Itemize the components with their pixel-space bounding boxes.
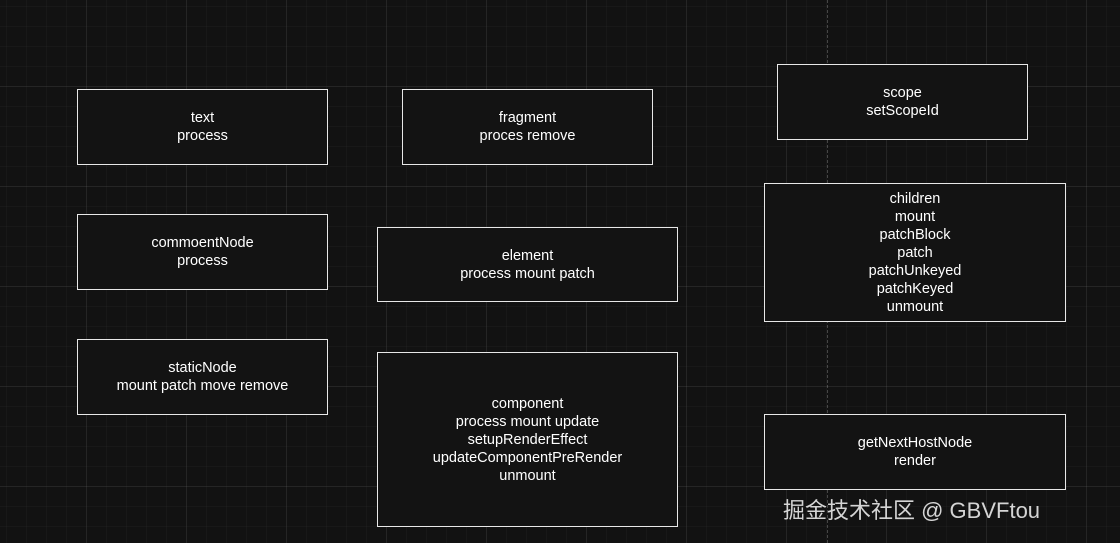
node-fragment-label: fragment proces remove [480, 109, 576, 145]
node-line: commoentNode [151, 235, 254, 251]
node-line: getNextHostNode [857, 435, 973, 451]
node-line: process mount patch [460, 265, 595, 282]
node-line: element [501, 247, 554, 264]
node-line: updateComponentPreRender [432, 449, 623, 466]
node-line: staticNode [168, 360, 237, 376]
node-line: unmount [886, 298, 944, 315]
node-line: patch [897, 244, 933, 261]
node-text[interactable]: text process [77, 89, 328, 165]
node-line: process [177, 253, 228, 269]
node-line: component [491, 395, 564, 412]
node-line: setScopeId [866, 103, 939, 119]
node-line: mount patch move remove [116, 378, 289, 394]
node-line: scope [883, 85, 922, 101]
node-text-label: text process [177, 109, 228, 145]
node-line: patchKeyed [876, 280, 954, 297]
node-line: children [889, 190, 941, 207]
node-line: patchUnkeyed [868, 262, 962, 279]
node-line: mount [894, 208, 936, 225]
node-getnexthostnode[interactable]: getNextHostNode render [764, 414, 1066, 490]
node-line: setupRenderEffect [467, 431, 588, 448]
node-line: text [190, 110, 215, 126]
node-commoentnode-label: commoentNode process [151, 234, 253, 270]
node-scope-label: scope setScopeId [866, 84, 939, 120]
watermark: 掘金技术社区 @ GBVFtou [783, 498, 1041, 523]
node-line: unmount [499, 467, 556, 484]
node-line: fragment [498, 110, 557, 126]
node-line: proces remove [479, 128, 576, 144]
node-line: patchBlock [879, 226, 951, 243]
node-staticnode-label: staticNode mount patch move remove [117, 359, 289, 395]
node-line: process [177, 128, 228, 144]
node-line: process mount update [455, 413, 600, 430]
node-staticnode[interactable]: staticNode mount patch move remove [77, 339, 328, 415]
node-scope[interactable]: scope setScopeId [777, 64, 1028, 140]
node-commoentnode[interactable]: commoentNode process [77, 214, 328, 290]
node-fragment[interactable]: fragment proces remove [402, 89, 653, 165]
node-getnexthostnode-label: getNextHostNode render [858, 434, 972, 470]
node-line: render [894, 453, 936, 469]
